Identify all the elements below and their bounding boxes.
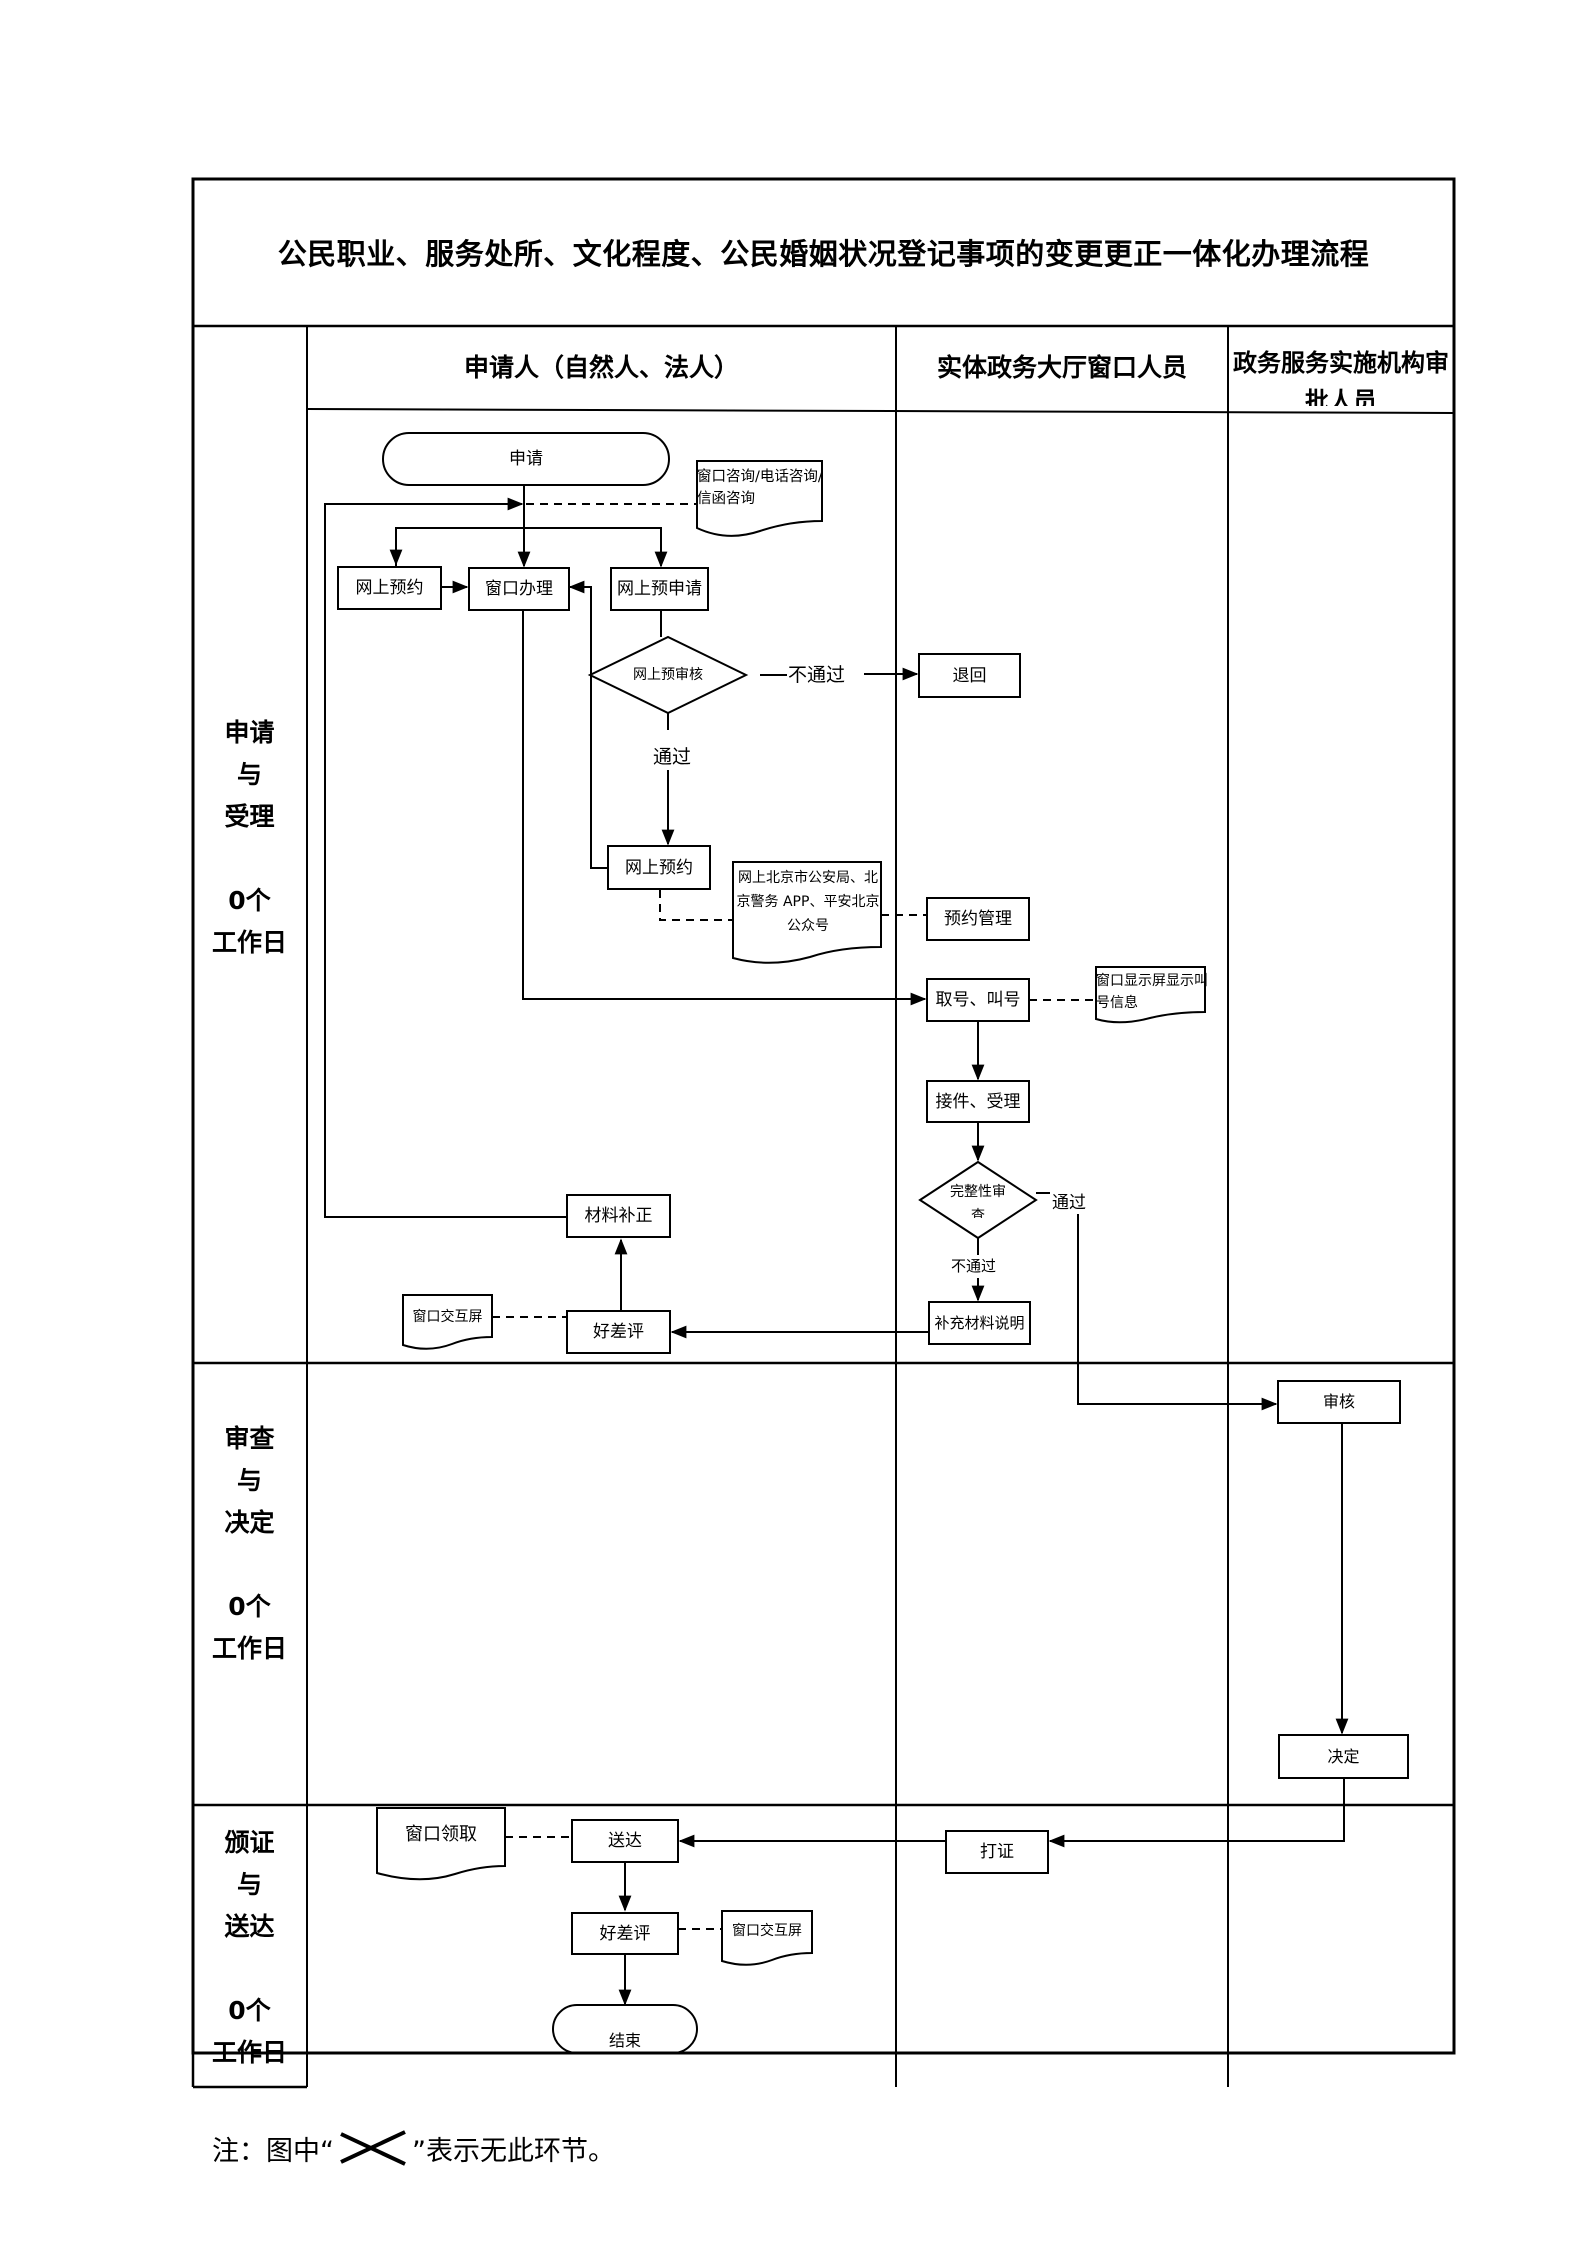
lane-header-approver: 政务服务实施机构审批人员 bbox=[1233, 349, 1449, 406]
node-pickup-doc-shape bbox=[376, 1807, 506, 1881]
node-shapes bbox=[337, 432, 1409, 2054]
node-return-shape bbox=[918, 653, 1021, 698]
lane-header-window-staff: 实体政务大厅窗口人员 bbox=[936, 353, 1187, 382]
node-display-doc: 窗口显示屏显示叫号信息 bbox=[1096, 973, 1208, 1011]
node-supplement-note: 补充材料说明 bbox=[934, 1314, 1025, 1332]
cross-icon bbox=[340, 2130, 406, 2166]
stage-label-review-decide: 审查 与 决定 0个 工作日 bbox=[211, 1424, 287, 1663]
node-channels-doc: 网上北京市公安局、北京警务 APP、平安北京公众号 bbox=[736, 870, 880, 934]
node-rating1-shape bbox=[566, 1310, 671, 1354]
node-decide: 决定 bbox=[1327, 1746, 1360, 1766]
edge-window-to-number bbox=[522, 609, 927, 1006]
edges bbox=[324, 485, 1349, 2006]
node-decide-shape bbox=[1278, 1734, 1409, 1779]
node-online-booking: 网上预约 bbox=[355, 578, 424, 598]
node-booking-mgmt-shape bbox=[926, 897, 1030, 941]
node-rating1: 好差评 bbox=[593, 1322, 644, 1342]
node-display-doc-shape bbox=[1095, 966, 1206, 1024]
node-online-booking-shape bbox=[337, 566, 442, 610]
node-online-booking2: 网上预约 bbox=[625, 857, 693, 878]
edge-fix-loop bbox=[324, 497, 567, 1218]
node-booking-mgmt: 预约管理 bbox=[944, 909, 1012, 929]
node-online-preapply-shape bbox=[610, 567, 709, 611]
node-print-cert-shape bbox=[945, 1830, 1049, 1874]
footnote-suffix: ”表示无此环节。 bbox=[412, 2135, 615, 2167]
node-completeness: 完整性审查 bbox=[950, 1184, 1006, 1218]
node-material-fix: 材料补正 bbox=[584, 1206, 653, 1226]
node-online-preapply: 网上预申请 bbox=[617, 579, 702, 599]
node-completeness-shape bbox=[918, 1160, 1038, 1240]
edge-label-completeness-pass: 通过 bbox=[1052, 1192, 1086, 1214]
node-rating2-shape bbox=[571, 1912, 679, 1955]
node-receive-shape bbox=[926, 1080, 1030, 1123]
edge-booking2-dashed bbox=[659, 890, 733, 921]
node-review-shape bbox=[1277, 1380, 1401, 1424]
node-consult-doc: 窗口咨询/电话咨询/信函咨询 bbox=[697, 469, 823, 507]
node-screen-doc1-shape bbox=[402, 1294, 493, 1350]
node-apply-shape bbox=[382, 432, 670, 486]
node-prereview-shape bbox=[587, 635, 749, 715]
edge-check-pass-to-review bbox=[1077, 1210, 1278, 1411]
footnote-prefix: 注：图中“ bbox=[212, 2135, 334, 2167]
node-screen-doc2-shape bbox=[721, 1910, 813, 1966]
stage-label-issue-deliver: 颁证 与 送达 0个 工作日 bbox=[211, 1828, 287, 2067]
node-review: 审核 bbox=[1322, 1392, 1355, 1411]
node-online-booking2-shape bbox=[607, 845, 711, 890]
node-online-prereview: 网上预审核 bbox=[633, 667, 703, 683]
node-take-number: 取号、叫号 bbox=[935, 990, 1021, 1010]
node-return: 退回 bbox=[952, 665, 987, 686]
edge-label-completeness-fail: 不通过 bbox=[951, 1257, 997, 1275]
node-material-fix-shape bbox=[566, 1194, 671, 1238]
footnote: 注：图中“ ”表示无此环节。 bbox=[212, 2128, 615, 2168]
edge-booking2-to-window bbox=[568, 580, 608, 869]
node-deliver-shape bbox=[571, 1819, 679, 1863]
node-print-cert: 打证 bbox=[980, 1842, 1014, 1862]
node-window-handle: 窗口办理 bbox=[485, 579, 553, 599]
node-window-handle-shape bbox=[468, 567, 570, 611]
node-supplement-note-shape bbox=[928, 1301, 1031, 1345]
node-screen-doc1: 窗口交互屏 bbox=[412, 1309, 483, 1325]
node-consult-doc-shape bbox=[696, 460, 823, 537]
node-channels-doc-shape bbox=[732, 861, 882, 964]
node-end: 结束 bbox=[608, 2031, 641, 2050]
node-screen-doc2: 窗口交互屏 bbox=[732, 1923, 802, 1939]
edge-label-prereview-pass: 通过 bbox=[653, 746, 692, 768]
stage-label-apply-accept: 申请 与 受理 0个 工作日 bbox=[211, 718, 287, 957]
edge-label-prereview-fail: 不通过 bbox=[788, 664, 846, 686]
lane-header-applicant: 申请人（自然人、法人） bbox=[463, 353, 739, 382]
page-title: 公民职业、服务处所、文化程度、公民婚姻状况登记事项的变更更正一体化办理流程 bbox=[277, 237, 1370, 271]
node-receive: 接件、受理 bbox=[935, 1091, 1021, 1112]
node-pickup-doc: 窗口领取 bbox=[405, 1824, 477, 1845]
node-deliver: 送达 bbox=[608, 1831, 642, 1851]
node-apply: 申请 bbox=[509, 449, 543, 469]
header-divider bbox=[306, 408, 1455, 414]
edge-decide-to-print bbox=[1048, 1778, 1345, 1848]
node-take-number-shape bbox=[926, 978, 1030, 1022]
node-rating2: 好差评 bbox=[599, 1923, 651, 1944]
